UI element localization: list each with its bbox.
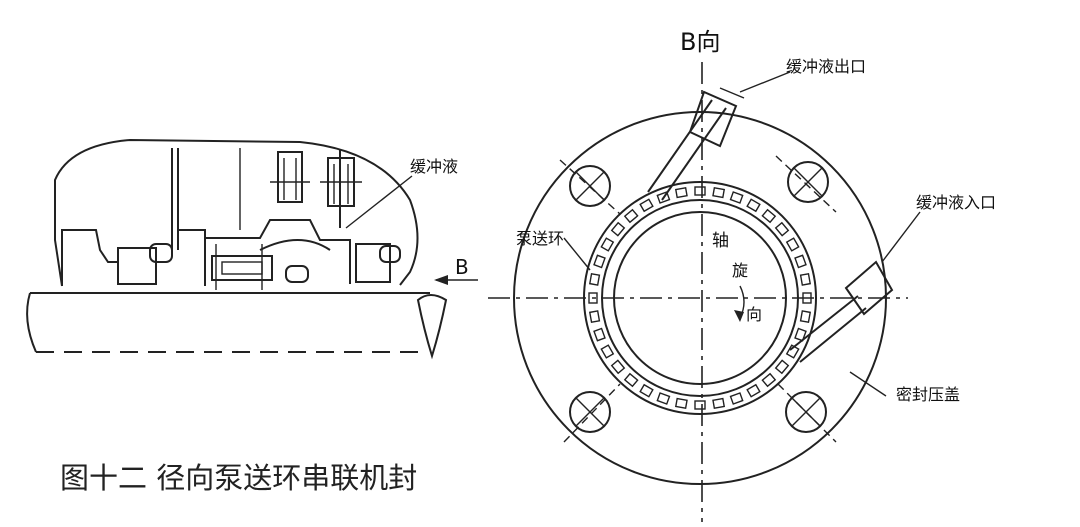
buffer-inlet-pipe xyxy=(789,260,894,363)
ring-slot xyxy=(588,310,601,324)
inner-sleeve xyxy=(205,219,351,284)
ring-slot xyxy=(623,372,639,388)
bolt-hole-top-left xyxy=(559,159,621,215)
ring-slot xyxy=(761,208,777,224)
ring-slot xyxy=(600,344,615,359)
ring-slot xyxy=(593,327,606,342)
buffer-outlet-label: 缓冲液出口 xyxy=(786,57,866,76)
ring-slot xyxy=(785,237,800,252)
gland-label: 密封压盖 xyxy=(896,385,960,404)
bolt-hole-top-right xyxy=(775,155,837,213)
buffer-fluid-label: 缓冲液 xyxy=(410,157,458,176)
bolt-hole-bottom-right xyxy=(777,383,837,443)
ring-slot xyxy=(674,186,688,199)
inner-step-left xyxy=(61,229,119,286)
ring-slot xyxy=(785,344,800,359)
ring-slot xyxy=(694,400,706,410)
pump-ring-outer xyxy=(583,181,817,415)
buffer-inlet-label: 缓冲液入口 xyxy=(916,193,996,212)
ring-slot xyxy=(799,310,812,324)
bolt-hole-bottom-left xyxy=(563,383,621,443)
pump-ring-inner xyxy=(601,199,799,397)
rotation-arrow-head xyxy=(734,310,744,322)
ring-slot xyxy=(712,397,726,410)
ring-slot xyxy=(588,272,601,286)
bolt-left xyxy=(277,151,303,203)
pump-ring-slots xyxy=(588,186,812,410)
seat-block xyxy=(117,247,157,285)
ring-slot xyxy=(799,272,812,286)
ring-slot xyxy=(802,292,812,304)
gland-leader xyxy=(849,371,887,397)
ring-slot xyxy=(639,383,654,398)
seal-section-view: 缓冲液 B xyxy=(26,138,478,360)
ring-slot xyxy=(794,254,807,269)
pump-ring-body xyxy=(211,255,273,281)
b-direction-label: B向 xyxy=(680,28,720,56)
shaft-left-end xyxy=(26,292,37,353)
ring-slot xyxy=(729,392,744,405)
ring-slot xyxy=(610,221,626,237)
ring-slot xyxy=(729,191,744,204)
ring-slot xyxy=(600,237,615,252)
ring-slot xyxy=(593,254,606,269)
housing-outline xyxy=(54,138,419,287)
rotation-label-2: 向 xyxy=(746,305,762,324)
seal-b-view: B向 缓冲液出口 缓冲液入口 泵送环 轴 旋 向 密封压盖 xyxy=(488,28,996,522)
buffer-outlet-pipe xyxy=(647,87,745,201)
ring-slot xyxy=(694,186,706,196)
ring-slot xyxy=(746,383,761,398)
inlet-leader xyxy=(881,211,921,263)
ring-slot xyxy=(774,221,790,237)
b-arrow-head xyxy=(434,275,448,285)
ring-slot xyxy=(774,359,790,375)
flow-curve xyxy=(259,239,331,251)
ring-slot xyxy=(674,397,688,410)
ring-slot xyxy=(656,392,671,405)
o-ring-3 xyxy=(379,245,401,263)
buffer-fluid-leader xyxy=(345,175,413,229)
ring-slot xyxy=(623,208,639,224)
ring-slot xyxy=(761,372,777,388)
ring-slot xyxy=(656,191,671,204)
o-ring-1 xyxy=(149,243,173,263)
ring-slot xyxy=(746,198,761,213)
shaft-label: 轴 xyxy=(712,231,729,251)
ring-slot xyxy=(610,359,626,375)
ring-slot xyxy=(712,186,726,199)
rotation-label-1: 旋 xyxy=(732,261,748,280)
pump-ring-label: 泵送环 xyxy=(516,229,564,248)
ring-slot xyxy=(588,292,598,304)
outlet-leader xyxy=(739,71,791,93)
ring-slot xyxy=(794,327,807,342)
inner-step-mid xyxy=(178,229,206,286)
shaft-break xyxy=(416,294,448,360)
seat-right xyxy=(355,243,391,283)
figure-caption: 图十二 径向泵送环串联机封 xyxy=(60,461,417,495)
gland-outer-circle xyxy=(513,111,887,485)
b-arrow-label: B xyxy=(455,255,469,279)
o-ring-2 xyxy=(285,265,309,283)
ring-slot xyxy=(639,198,654,213)
shaft-bore xyxy=(613,211,787,385)
pump-ring-leader xyxy=(563,237,591,271)
